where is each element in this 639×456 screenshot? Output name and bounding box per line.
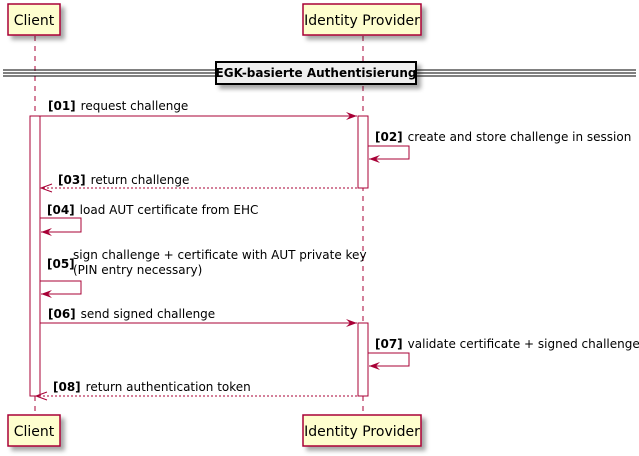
message-06: [06]send signed challenge — [40, 307, 357, 327]
participant-label: Client — [14, 424, 55, 440]
message-03: [03]return challenge — [39, 173, 357, 193]
client-activation-bar — [29, 115, 41, 397]
message-label: validate certificate + signed challenge — [408, 337, 639, 351]
message-label: return challenge — [91, 173, 190, 187]
participant-label: Identity Provider — [304, 424, 420, 440]
message-label: return authentication token — [86, 380, 251, 394]
svg-text:[04]load AUT certificate from: [04]load AUT certificate from EHC — [47, 203, 258, 217]
svg-text:[06]send signed challenge: [06]send signed challenge — [48, 307, 215, 321]
participant-label: Client — [14, 13, 55, 29]
participant-client-bottom[interactable]: Client — [7, 414, 61, 447]
message-01: [01] request challenge — [40, 99, 357, 120]
svg-text:[05]: [05] — [47, 257, 75, 271]
message-label: send signed challenge — [81, 307, 216, 321]
svg-text:[02]create and store challenge: [02]create and store challenge in sessio… — [375, 130, 631, 144]
idp-activation-bar — [357, 322, 369, 397]
message-label: sign challenge + certificate with AUT pr… — [73, 248, 367, 262]
message-label: load AUT certificate from EHC — [80, 203, 259, 217]
message-04: [04]load AUT certificate from EHC — [40, 203, 258, 236]
divider-label: EGK-basierte Authentisierung — [216, 66, 417, 80]
message-label: (PIN entry necessary) — [73, 263, 202, 277]
participant-idp-bottom[interactable]: Identity Provider — [302, 414, 422, 447]
svg-text:[03]return challenge: [03]return challenge — [58, 173, 189, 187]
message-05: [05] sign challenge + certificate with A… — [40, 248, 367, 298]
idp-activation-bar — [357, 115, 369, 189]
svg-text:[01]request challenge: [01] request challenge — [48, 99, 188, 113]
message-08: [08]return authentication token — [34, 380, 357, 401]
section-divider: EGK-basierte Authentisierung — [3, 61, 636, 85]
message-label: create and store challenge in session — [408, 130, 632, 144]
svg-text:[07]validate certificate + sig: [07]validate certificate + signed challe… — [375, 337, 639, 351]
message-02: [02]create and store challenge in sessio… — [368, 130, 631, 163]
participant-idp-top[interactable]: Identity Provider — [302, 3, 422, 36]
message-07: [07]validate certificate + signed challe… — [368, 337, 639, 370]
participant-label: Identity Provider — [304, 13, 420, 29]
message-number: [01] — [48, 99, 76, 113]
svg-text:[08]return authentication toke: [08]return authentication token — [53, 380, 251, 394]
message-label: request challenge — [81, 99, 189, 113]
participant-client-top[interactable]: Client — [7, 3, 61, 36]
